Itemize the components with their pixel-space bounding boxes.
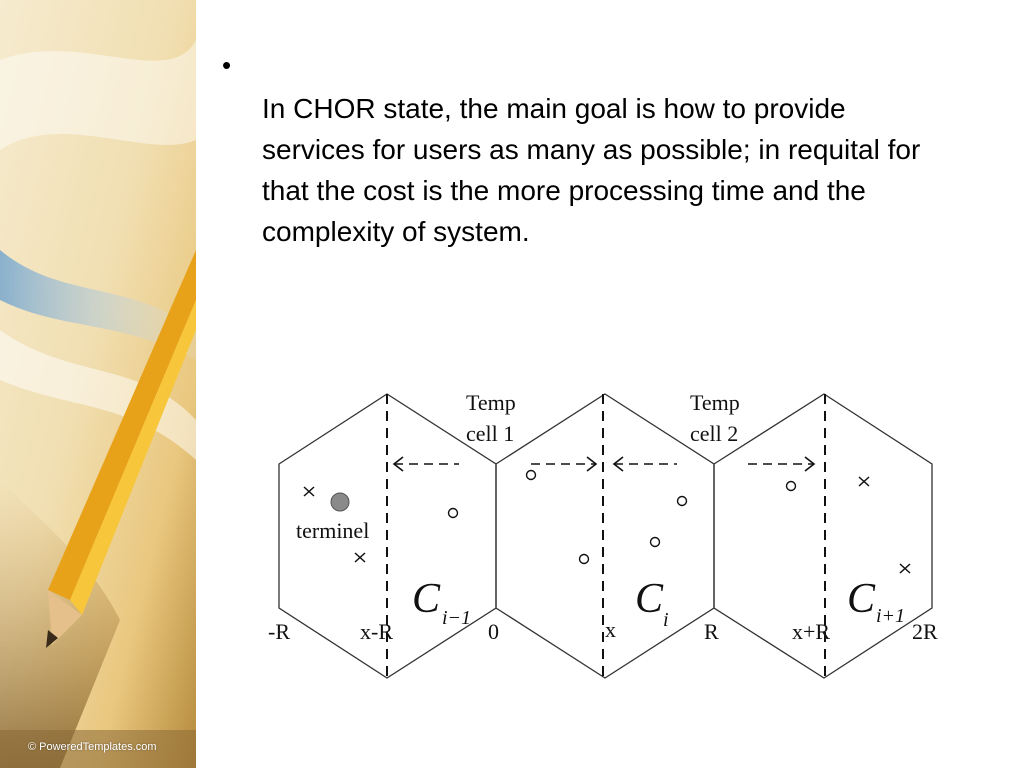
arrow-right-1	[531, 456, 598, 472]
arrow-left-2	[612, 456, 677, 472]
axis-label: 2R	[912, 619, 938, 644]
axis-label: x+R	[792, 619, 830, 644]
axis-label: 0	[488, 619, 499, 644]
temp-cell-2-line-2: cell 2	[690, 421, 738, 446]
user-circle	[785, 480, 797, 492]
arrow-left-1	[392, 456, 459, 472]
hexagonal-cells-diagram: Temp cell 1 Temp cell 2 terminel C i−1 C…	[268, 390, 938, 679]
user-circle	[447, 507, 459, 519]
bullet-paragraph: In CHOR state, the main goal is how to p…	[262, 93, 921, 247]
axis-label: x-R	[360, 619, 393, 644]
sidebar-artwork	[0, 0, 196, 768]
cell-label-c-sub: i−1	[442, 607, 471, 629]
user-cross	[899, 563, 911, 574]
bullet-marker: •	[222, 50, 232, 80]
terminal-dot	[330, 492, 350, 512]
cell-label-c-base: C	[412, 576, 441, 622]
user-circle	[578, 553, 590, 565]
user-circle	[525, 469, 537, 481]
cell-label-c-sub: i+1	[876, 605, 905, 627]
cell-label-c-base: C	[847, 576, 876, 622]
temp-cell-1-line-1: Temp	[466, 390, 516, 415]
axis-label: -R	[268, 619, 290, 644]
decorative-sidebar: © PoweredTemplates.com	[0, 0, 196, 768]
user-cross	[354, 552, 366, 563]
user-circle	[649, 536, 661, 548]
arrow-right-2	[748, 456, 816, 472]
cell-label-c-base: C	[635, 576, 664, 622]
temp-cell-1-line-2: cell 1	[466, 421, 514, 446]
user-cross	[303, 486, 315, 497]
terminal-label: terminel	[296, 518, 369, 543]
axis-label: x	[605, 617, 616, 642]
user-circle	[676, 495, 688, 507]
user-cross	[858, 476, 870, 487]
template-credit: © PoweredTemplates.com	[28, 741, 157, 753]
temp-cell-2-line-1: Temp	[690, 390, 740, 415]
cell-label-c-sub: i	[663, 609, 669, 631]
axis-label: R	[704, 619, 719, 644]
